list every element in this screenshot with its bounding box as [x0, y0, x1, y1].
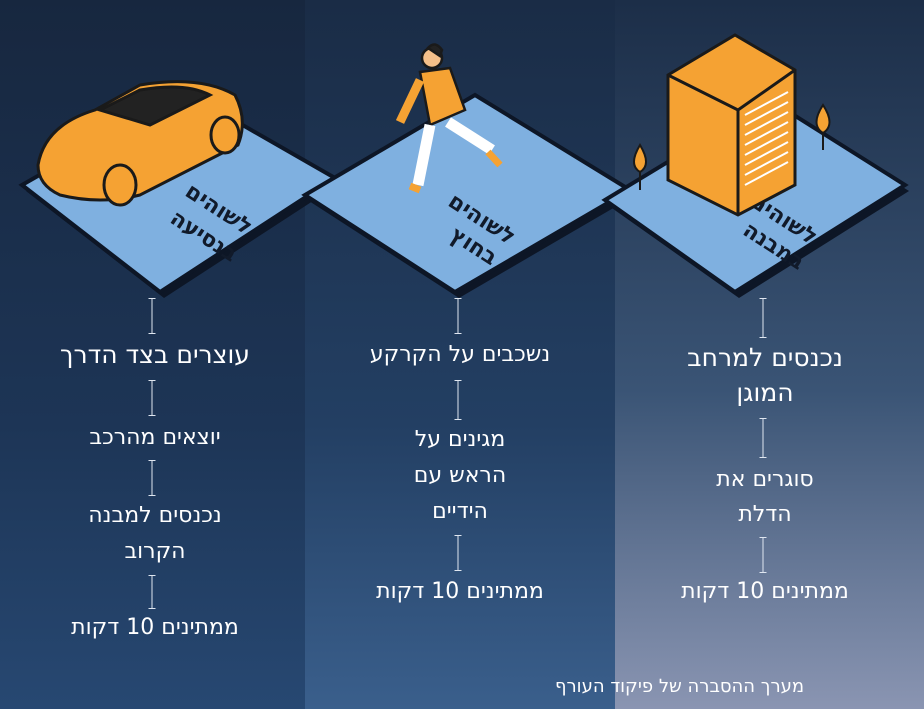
- step-text: נכנסים למרחב: [687, 343, 843, 372]
- connector: [148, 298, 156, 334]
- step-text: הראש עם: [413, 463, 507, 488]
- connector: [454, 298, 462, 334]
- building-icon: [666, 33, 797, 217]
- step-text: ממתינים 10 דקות: [376, 579, 544, 604]
- step-text: המוגן: [736, 378, 794, 407]
- connector: [454, 380, 462, 420]
- tile-building: לשוהים במבנה: [601, 33, 909, 298]
- connector: [148, 380, 156, 416]
- step-text: סוגרים את: [716, 467, 814, 492]
- step-text: הקרוב: [124, 539, 186, 564]
- step-text: ממתינים 10 דקות: [71, 615, 239, 640]
- step-text: נשכבים על הקרקע: [369, 342, 551, 367]
- tile-outside: לשוהים בחוץ: [301, 43, 634, 298]
- connector: [454, 535, 462, 571]
- connector: [759, 298, 767, 338]
- step-text: מגינים על: [414, 427, 506, 452]
- car-icon: [36, 80, 244, 207]
- connector: [759, 418, 767, 458]
- tree-icon: [633, 103, 831, 190]
- step-text: הדלת: [738, 502, 792, 527]
- connector: [148, 460, 156, 496]
- step-text: עוצרים בצד הדרך: [60, 340, 250, 369]
- connector: [148, 575, 156, 609]
- step-text: הידיים: [432, 499, 488, 524]
- step-text: נכנסים למבנה: [88, 503, 222, 528]
- tile-vehicle: לשוהים בנסיעה: [18, 80, 339, 298]
- walking-person-icon: [395, 43, 503, 194]
- step-text: יוצאים מהרכב: [89, 425, 221, 450]
- footer-credit: מערך ההסברה של פיקוד העורף: [555, 676, 805, 697]
- connector: [759, 537, 767, 573]
- step-text: ממתינים 10 דקות: [681, 579, 849, 604]
